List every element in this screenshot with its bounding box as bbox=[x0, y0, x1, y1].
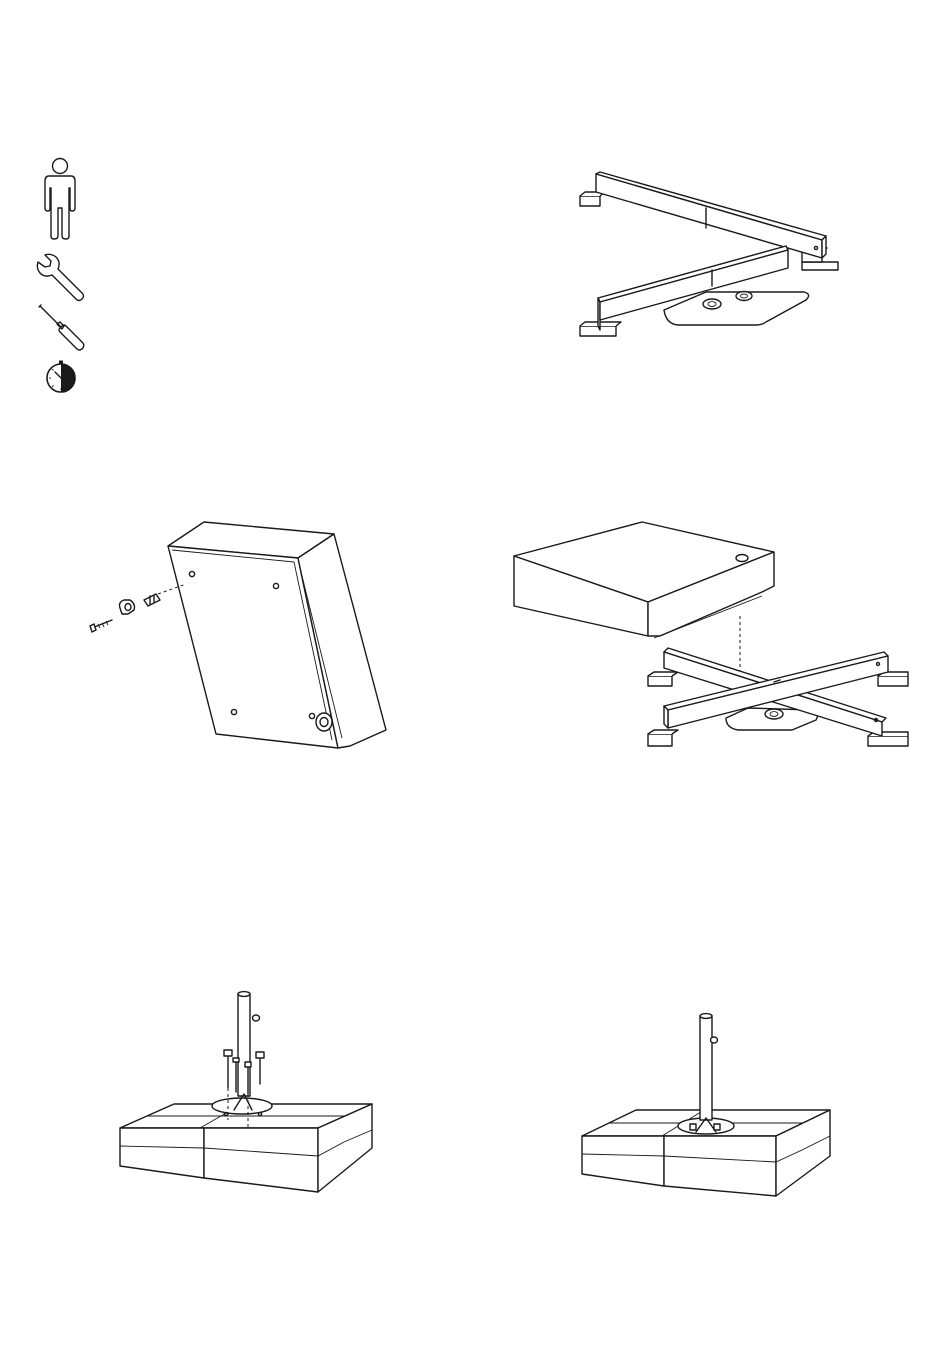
step-3-illustration bbox=[512, 520, 912, 750]
step-4-illustration bbox=[118, 988, 374, 1192]
wrench-icon bbox=[34, 254, 86, 304]
step-2-illustration bbox=[88, 516, 390, 752]
person-icon bbox=[40, 156, 80, 240]
step-5-illustration bbox=[580, 1010, 832, 1198]
clock-icon bbox=[44, 360, 78, 394]
screwdriver-icon bbox=[38, 304, 86, 352]
step-1-illustration bbox=[576, 170, 846, 340]
